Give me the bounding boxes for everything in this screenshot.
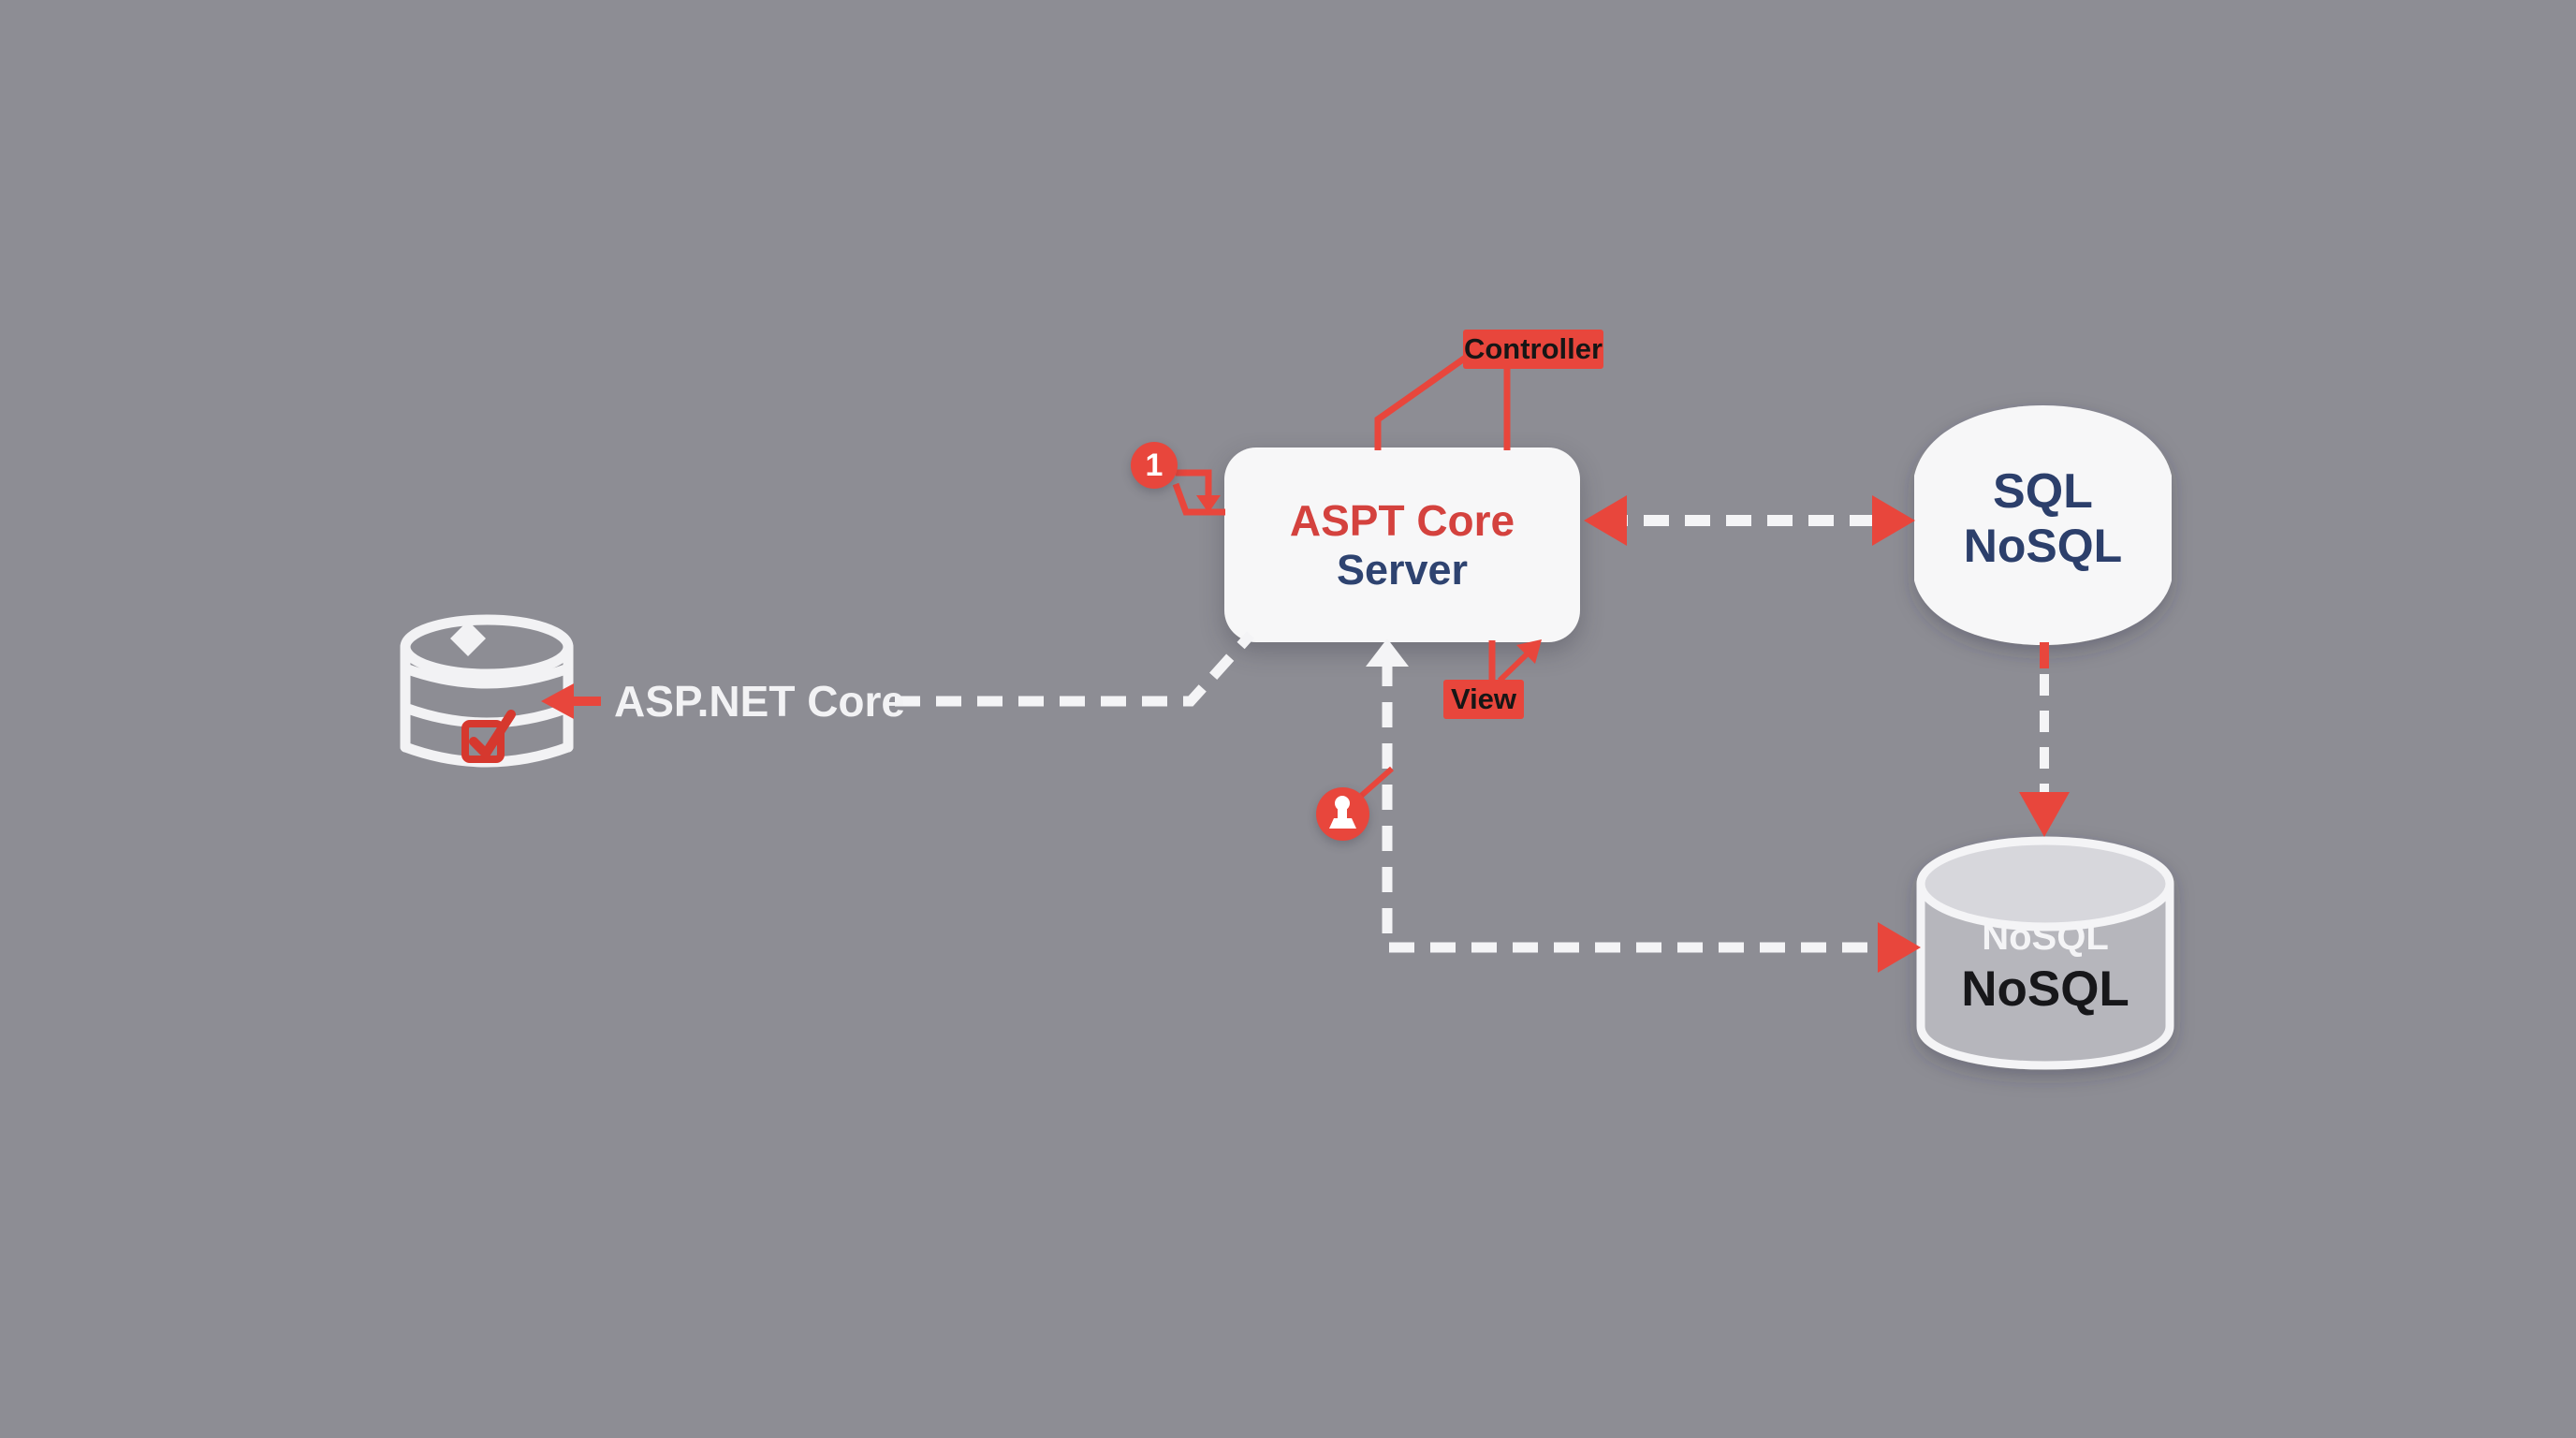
arrowhead-up-white xyxy=(1366,638,1409,667)
info-marker-connector xyxy=(1358,766,1394,800)
nosql-node-label-top: NoSQL xyxy=(1982,917,2109,958)
sql-node-line1: SQL xyxy=(1993,464,2093,519)
sql-to-nosql-arrow xyxy=(2019,642,2070,837)
nosql-cylinder-shape xyxy=(1916,836,2174,1070)
server-node: ASPT Core Server xyxy=(1224,448,1580,642)
view-badge: View xyxy=(1443,680,1524,719)
arrow-left-to-client-db xyxy=(541,683,601,719)
checkbox-check-icon xyxy=(461,710,516,763)
sql-node-label: SQL NoSQL xyxy=(1914,464,2172,573)
info-marker xyxy=(1316,787,1369,841)
arrowhead-right-red xyxy=(1878,922,1921,973)
client-db-label: ASP.NET Core xyxy=(614,677,906,726)
controller-badge: Controller xyxy=(1463,330,1603,369)
nosql-node-label-bottom: NoSQL xyxy=(1961,961,2130,1017)
database-icon xyxy=(400,614,574,768)
step1-elbow-arrow xyxy=(1172,469,1225,516)
sql-node-line2: NoSQL xyxy=(1963,520,2123,572)
diamond-icon xyxy=(450,621,486,656)
arrowhead-left xyxy=(1584,495,1627,546)
arrowhead-down xyxy=(2019,792,2070,837)
server-to-nosql-route xyxy=(1366,638,1921,973)
stamp-icon xyxy=(1329,796,1356,829)
step1-marker: 1 xyxy=(1131,442,1178,489)
sql-cylinder-shape xyxy=(1914,405,2172,645)
server-sql-double-arrow xyxy=(1584,495,1915,546)
server-node-title: ASPT Core xyxy=(1289,495,1515,545)
arrowhead-up-right xyxy=(1516,639,1542,664)
nosql-node-label: NoSQL NoSQL xyxy=(1921,914,2170,1019)
controller-connector-lines xyxy=(1374,354,1511,450)
view-connector-lines xyxy=(1488,639,1542,683)
arrowhead-right xyxy=(1872,495,1915,546)
server-node-subtitle: Server xyxy=(1336,545,1469,594)
client-to-server-dashed-line xyxy=(895,631,1255,707)
arrowhead-down-small xyxy=(1196,495,1221,513)
